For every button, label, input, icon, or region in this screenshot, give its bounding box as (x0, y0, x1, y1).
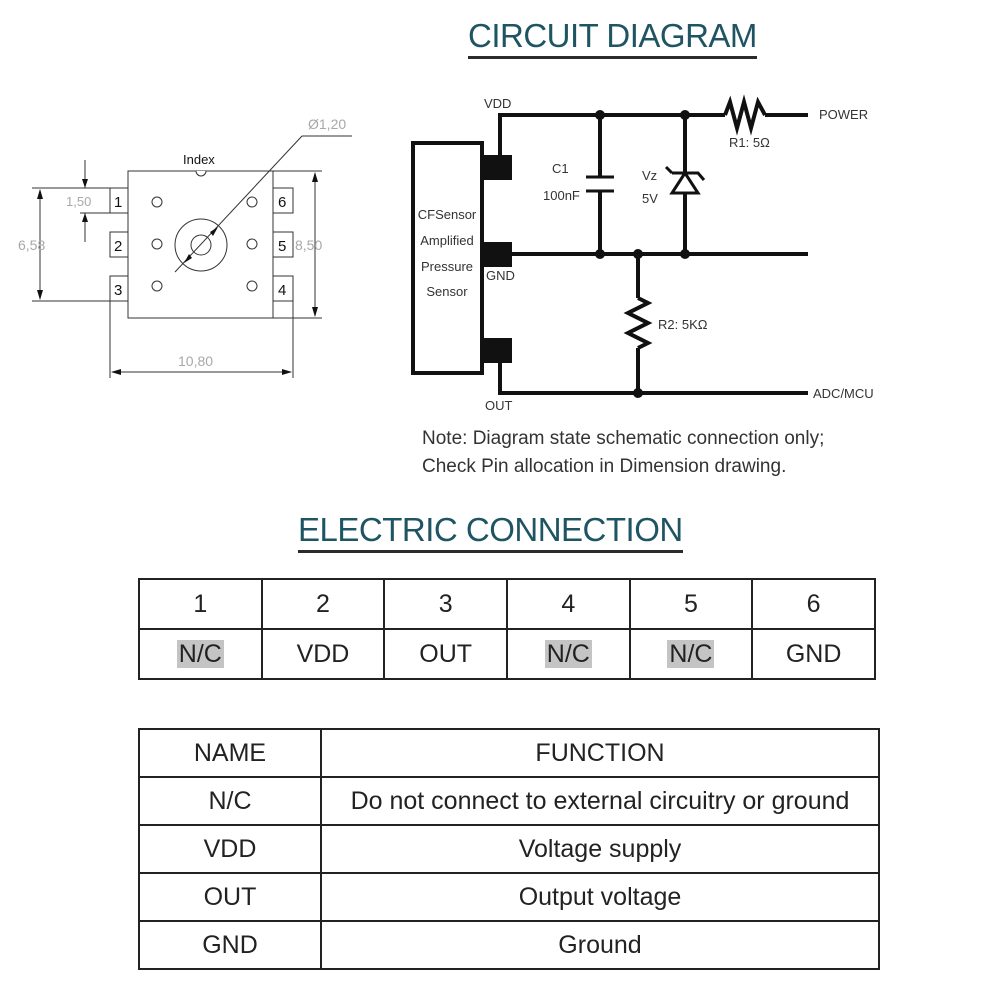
table-header-row: NAME FUNCTION (138, 728, 880, 778)
pin-label-6: 6 (278, 194, 286, 211)
pad-3 (109, 275, 129, 302)
zener-value: 5V (642, 191, 658, 206)
electric-connection-title: ELECTRIC CONNECTION (298, 512, 683, 553)
sensor-line-4: Sensor (426, 284, 468, 299)
pin-number: 3 (383, 578, 508, 630)
overall-width-dimension: 10,80 (178, 353, 213, 369)
dimension-drawing: 1 2 3 4 5 6 Index Ø1,20 1,50 6,58 8,50 1… (18, 116, 352, 378)
c1-value: 100nF (543, 188, 580, 203)
r1-resistor (723, 94, 767, 136)
pin-name: GND (785, 639, 842, 668)
r1-label: R1: 5Ω (729, 135, 770, 150)
diameter-dimension: Ø1,20 (308, 116, 346, 132)
pin-gnd (482, 242, 512, 267)
pin-vdd (482, 155, 512, 180)
table-row: OUT Output voltage (138, 872, 880, 922)
note-line-2: Check Pin allocation in Dimension drawin… (422, 456, 787, 477)
pin-table: 1 2 3 4 5 6 N/C VDD OUT N/C N/C GND (138, 578, 876, 680)
pin-span-dimension: 6,58 (18, 237, 45, 253)
pressure-port-inner (190, 234, 212, 256)
table-row: GND Ground (138, 920, 880, 970)
body-height-dimension: 8,50 (295, 237, 322, 253)
pin-out (482, 338, 512, 363)
zener-diode (669, 170, 701, 195)
pad-4 (272, 275, 294, 302)
pad-2 (109, 231, 129, 258)
gnd-label: GND (486, 268, 515, 283)
circuit-schematic: VDD GND OUT CFSensor Amplified Pressure … (411, 94, 874, 413)
pin-number: 2 (260, 578, 386, 630)
r2-resistor (623, 296, 653, 350)
pressure-port-outer (174, 218, 228, 272)
pad-1 (109, 187, 129, 214)
out-label: OUT (485, 398, 513, 413)
row-function: Voltage supply (320, 824, 880, 874)
c1-name: C1 (552, 161, 569, 176)
sensor-block (411, 141, 484, 375)
sensor-line-1: CFSensor (418, 207, 477, 222)
pin-number: 4 (505, 578, 631, 630)
row-function: Output voltage (320, 872, 880, 922)
r2-label: R2: 5KΩ (658, 317, 708, 332)
pin-label-5: 5 (278, 238, 286, 255)
index-notch (195, 170, 207, 177)
pin-number: 1 (138, 578, 263, 630)
pad-5 (272, 231, 294, 258)
pin-name-row: N/C VDD OUT N/C N/C GND (138, 628, 876, 680)
pin-name-highlighted: N/C (176, 639, 224, 668)
table-row: VDD Voltage supply (138, 824, 880, 874)
row-name: GND (138, 920, 322, 970)
pin-label-4: 4 (278, 282, 286, 299)
schematic-note: Note: Diagram state schematic connection… (422, 425, 824, 481)
header-function: FUNCTION (320, 728, 880, 778)
header-name: NAME (138, 728, 322, 778)
sensor-line-2: Amplified (420, 233, 473, 248)
table-row: N/C Do not connect to external circuitry… (138, 776, 880, 826)
pin-name-highlighted: N/C (667, 639, 715, 668)
pin-number: 5 (628, 578, 754, 630)
pin-label-1: 1 (114, 194, 122, 211)
vdd-label: VDD (484, 96, 511, 111)
pad-6 (272, 187, 294, 214)
circuit-diagram-title: CIRCUIT DIAGRAM (468, 18, 757, 59)
row-name: N/C (138, 776, 322, 826)
pin-pitch-dimension: 1,50 (66, 194, 91, 209)
row-function: Ground (320, 920, 880, 970)
power-label: POWER (819, 107, 868, 122)
pin-number-row: 1 2 3 4 5 6 (138, 578, 876, 630)
pin-name: OUT (419, 639, 473, 668)
pin-number: 6 (751, 578, 876, 630)
pin-label-2: 2 (114, 238, 122, 255)
pin-label-3: 3 (114, 282, 122, 299)
row-function: Do not connect to external circuitry or … (320, 776, 880, 826)
row-name: OUT (138, 872, 322, 922)
pin-name: VDD (296, 639, 350, 668)
index-label: Index (183, 152, 215, 167)
sensor-line-3: Pressure (421, 259, 473, 274)
zener-name: Vz (642, 168, 657, 183)
note-line-1: Note: Diagram state schematic connection… (422, 428, 825, 449)
pin-name-highlighted: N/C (544, 639, 592, 668)
row-name: VDD (138, 824, 322, 874)
function-table: NAME FUNCTION N/C Do not connect to exte… (138, 728, 880, 970)
adc-mcu-label: ADC/MCU (813, 386, 874, 401)
